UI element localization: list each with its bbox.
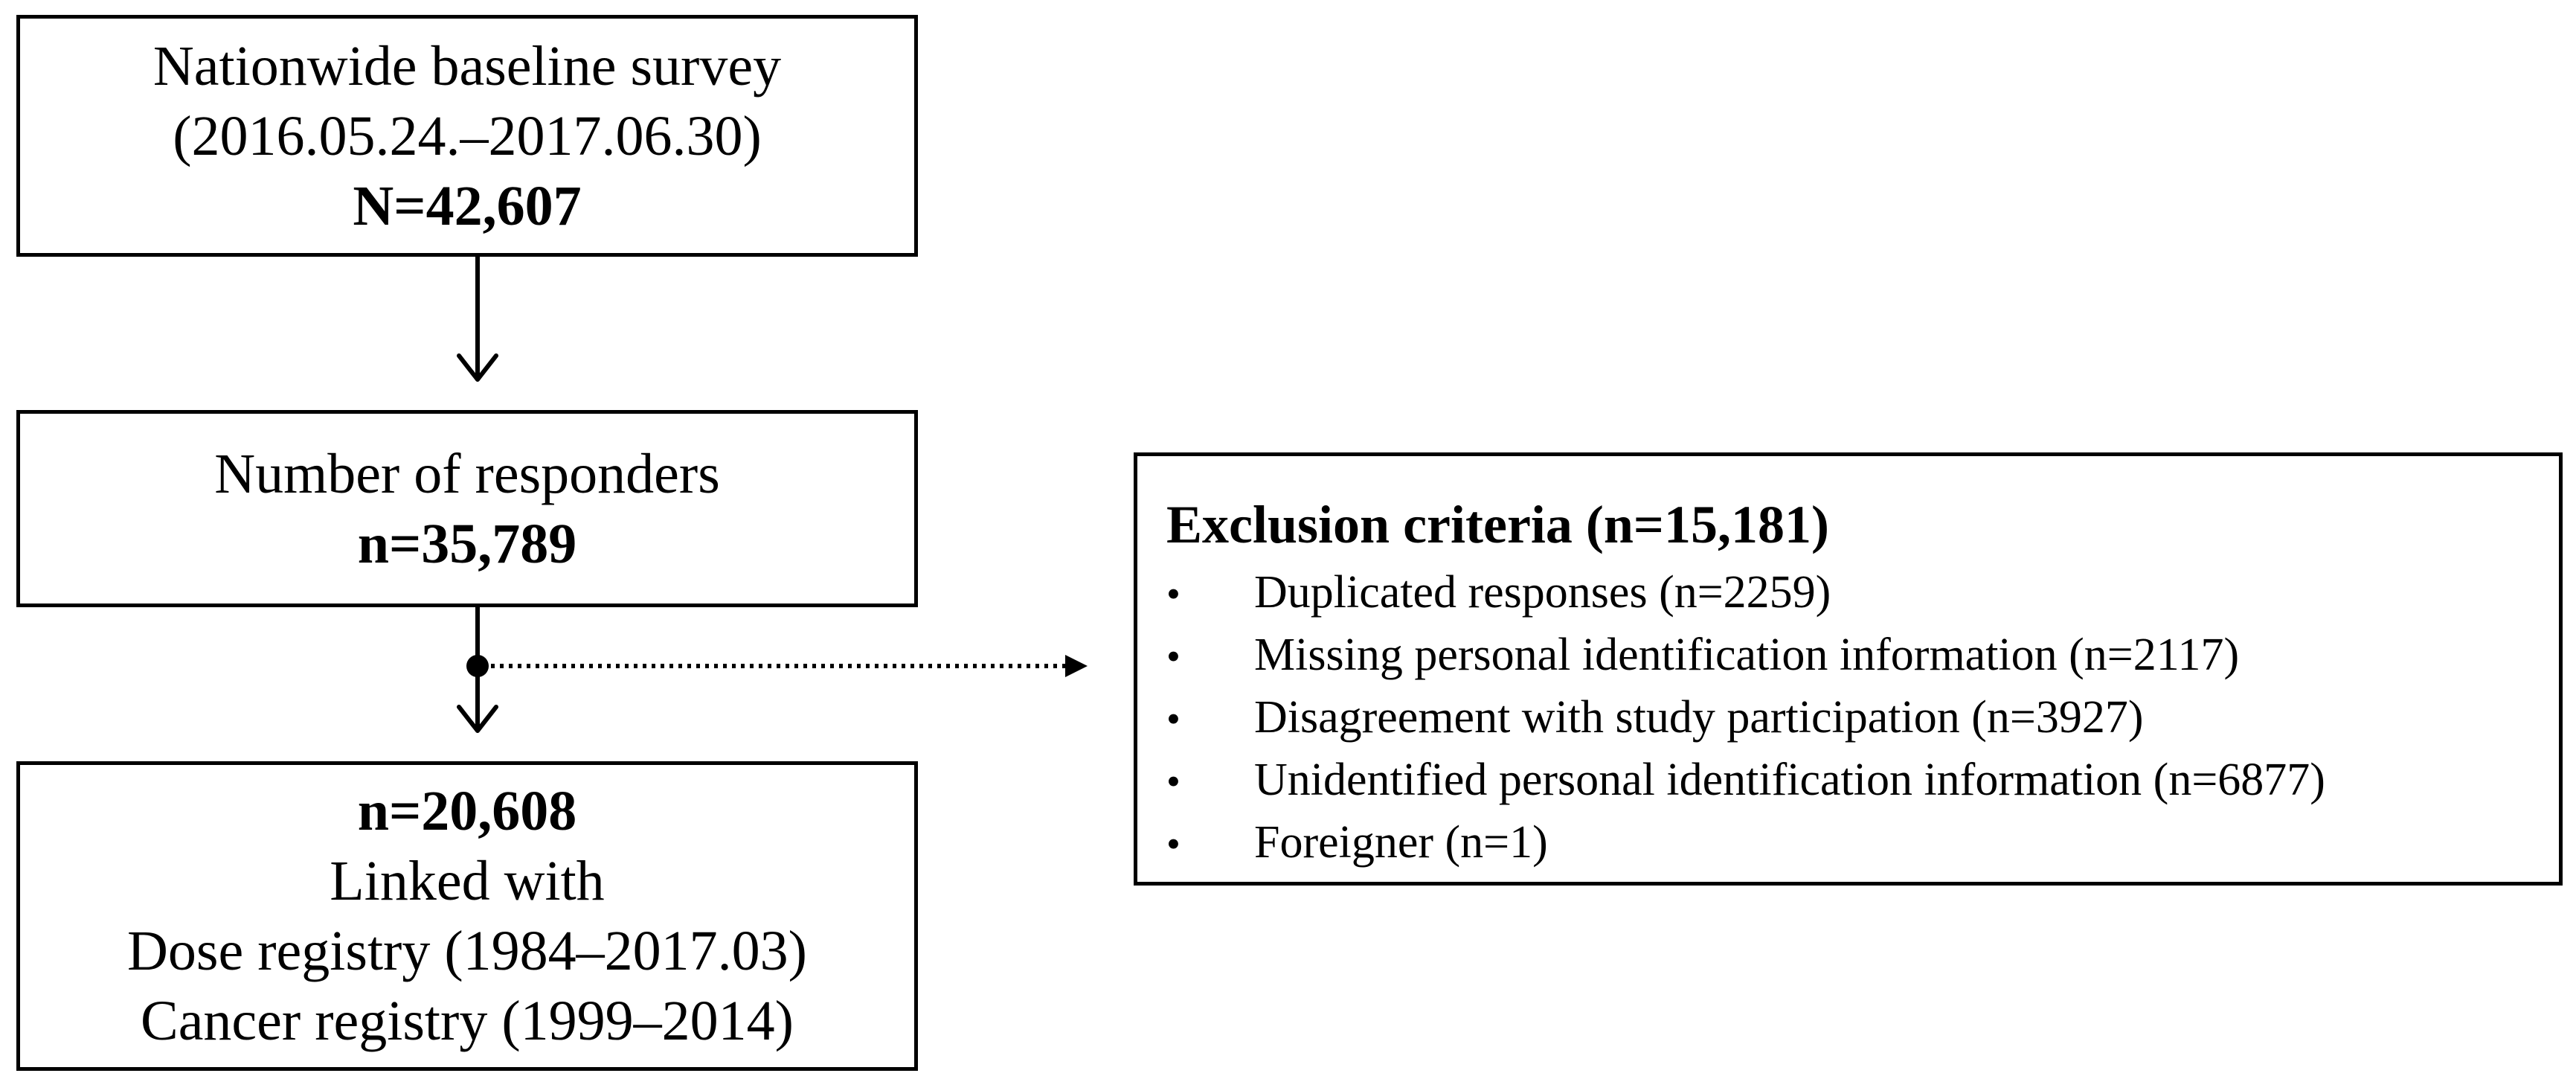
bullet-icon: • [1166,697,1181,741]
exclusion-item-text: Disagreement with study participation (n… [1254,692,2144,743]
exclusion-item-text: Unidentified personal identification inf… [1254,755,2325,805]
exclusion-item: • Disagreement with study participation … [1166,687,2559,749]
arrowhead-responders [457,353,498,382]
exclusion-list: • Duplicated responses (n=2259) • Missin… [1166,562,2559,874]
survey-count: N=42,607 [353,174,582,237]
survey-period: (2016.05.24.–2017.06.30) [173,104,762,167]
cancer-registry-text: Cancer registry (1999–2014) [141,990,794,1052]
survey-title: Nationwide baseline survey [152,34,782,97]
exclusion-title: Exclusion criteria (n=15,181) [1166,495,1829,554]
survey-box: Nationwide baseline survey (2016.05.24.–… [16,15,918,257]
linked-title: Linked with [330,850,605,912]
responders-title: Number of responders [214,442,720,505]
dotted-arrowhead [1065,655,1088,677]
bullet-icon: • [1166,822,1181,866]
arrowhead-linked [457,705,498,733]
exclusion-item-text: Missing personal identification informat… [1254,630,2240,680]
exclusion-item-text: Foreigner (n=1) [1254,817,1548,868]
bullet-icon: • [1166,759,1181,804]
exclusion-item: • Duplicated responses (n=2259) [1166,562,2559,624]
linked-box: n=20,608 Linked with Dose registry (1984… [16,761,918,1071]
responders-box: Number of responders n=35,789 [16,410,918,607]
bullet-icon: • [1166,634,1181,679]
exclusion-item: • Foreigner (n=1) [1166,812,2559,874]
bullet-icon: • [1166,571,1181,616]
dose-registry-text: Dose registry (1984–2017.03) [127,920,807,982]
exclusion-box: Exclusion criteria (n=15,181) • Duplicat… [1134,452,2563,886]
exclusion-item-text: Duplicated responses (n=2259) [1254,567,1831,618]
responders-count: n=35,789 [357,512,577,575]
exclusion-item: • Unidentified personal identification i… [1166,749,2559,812]
linked-count: n=20,608 [357,780,577,842]
branch-point [466,655,489,677]
exclusion-item: • Missing personal identification inform… [1166,624,2559,687]
